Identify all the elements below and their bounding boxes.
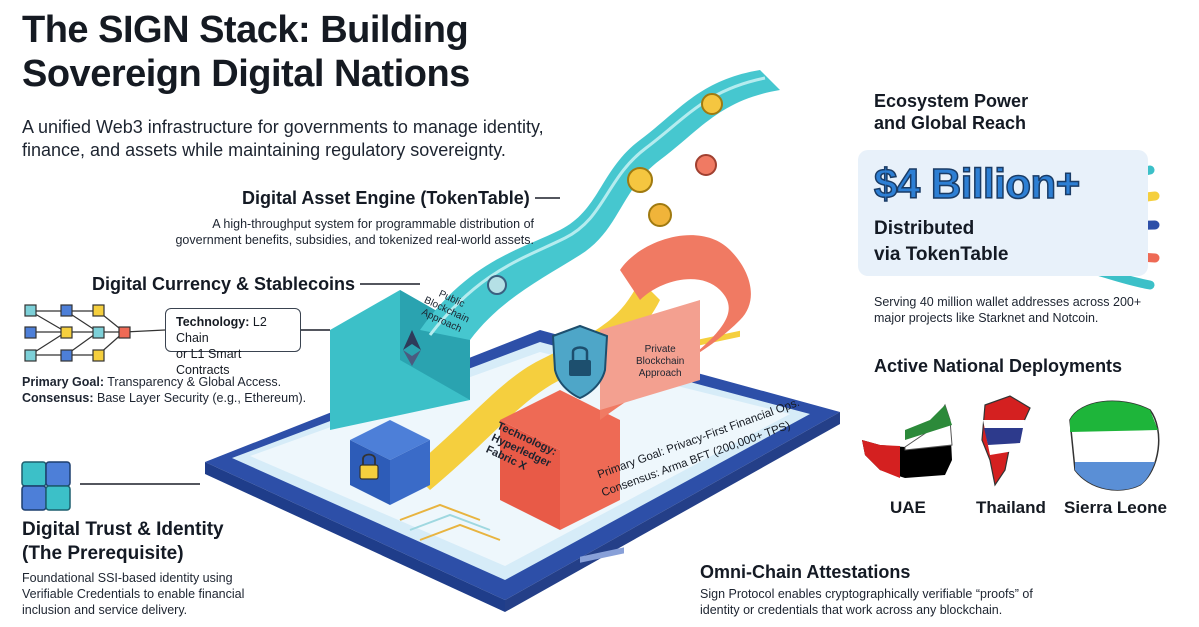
asset-engine-desc: A high-throughput system for programmabl… (175, 217, 534, 247)
shield-icon (551, 324, 609, 400)
private-blockchain-label: Private Blockchain Approach (636, 344, 685, 379)
network-graph-icon (24, 304, 166, 362)
country-uae: UAE (890, 498, 926, 517)
currency-heading: Digital Currency & Stablecoins (92, 274, 356, 294)
country-thailand: Thailand (976, 498, 1046, 517)
big-stat: $4 Billion+ (873, 159, 1081, 208)
sierra-leone-map-icon (1069, 400, 1160, 491)
asset-engine-heading: Digital Asset Engine (TokenTable) (242, 188, 530, 208)
stat-desc: Distributed via TokenTable (874, 218, 1009, 265)
ecosystem-heading: Ecosystem Power and Global Reach (874, 91, 1029, 133)
subtitle-line-1: A unified Web3 infrastructure for govern… (22, 117, 544, 137)
thailand-map-icon (981, 395, 1031, 487)
subtitle: A unified Web3 infrastructure for govern… (22, 116, 612, 162)
lock-cube-icon (350, 420, 430, 505)
coin-icons (487, 93, 723, 295)
tech-box: Technology: L2 Chain or L1 Smart Contrac… (165, 308, 301, 377)
page-title: The SIGN Stack: Building Sovereign Digit… (22, 8, 582, 96)
public-blockchain-pillar (330, 70, 780, 430)
puzzle-identity-icon (21, 461, 71, 511)
title-line-1: The SIGN Stack: Building (22, 9, 469, 51)
attestations-heading: Omni-Chain Attestations (700, 562, 911, 582)
stat-box (858, 150, 1148, 276)
private-blockchain-pillar (500, 235, 751, 530)
country-sierra-leone: Sierra Leone (1064, 498, 1167, 517)
subtitle-line-2: finance, and assets while maintaining re… (22, 140, 506, 160)
identity-desc: Foundational SSI-based identity using Ve… (22, 571, 245, 617)
uae-map-icon (862, 403, 953, 478)
deployments-heading: Active National Deployments (874, 356, 1123, 376)
title-line-2: Sovereign Digital Nations (22, 53, 470, 95)
currency-goal: Primary Goal: Transparency & Global Acce… (22, 375, 307, 405)
identity-heading: Digital Trust & Identity (The Prerequisi… (22, 519, 224, 564)
attestations-desc: Sign Protocol enables cryptographically … (700, 587, 1033, 617)
reach-desc: Serving 40 million wallet addresses acro… (874, 295, 1142, 325)
